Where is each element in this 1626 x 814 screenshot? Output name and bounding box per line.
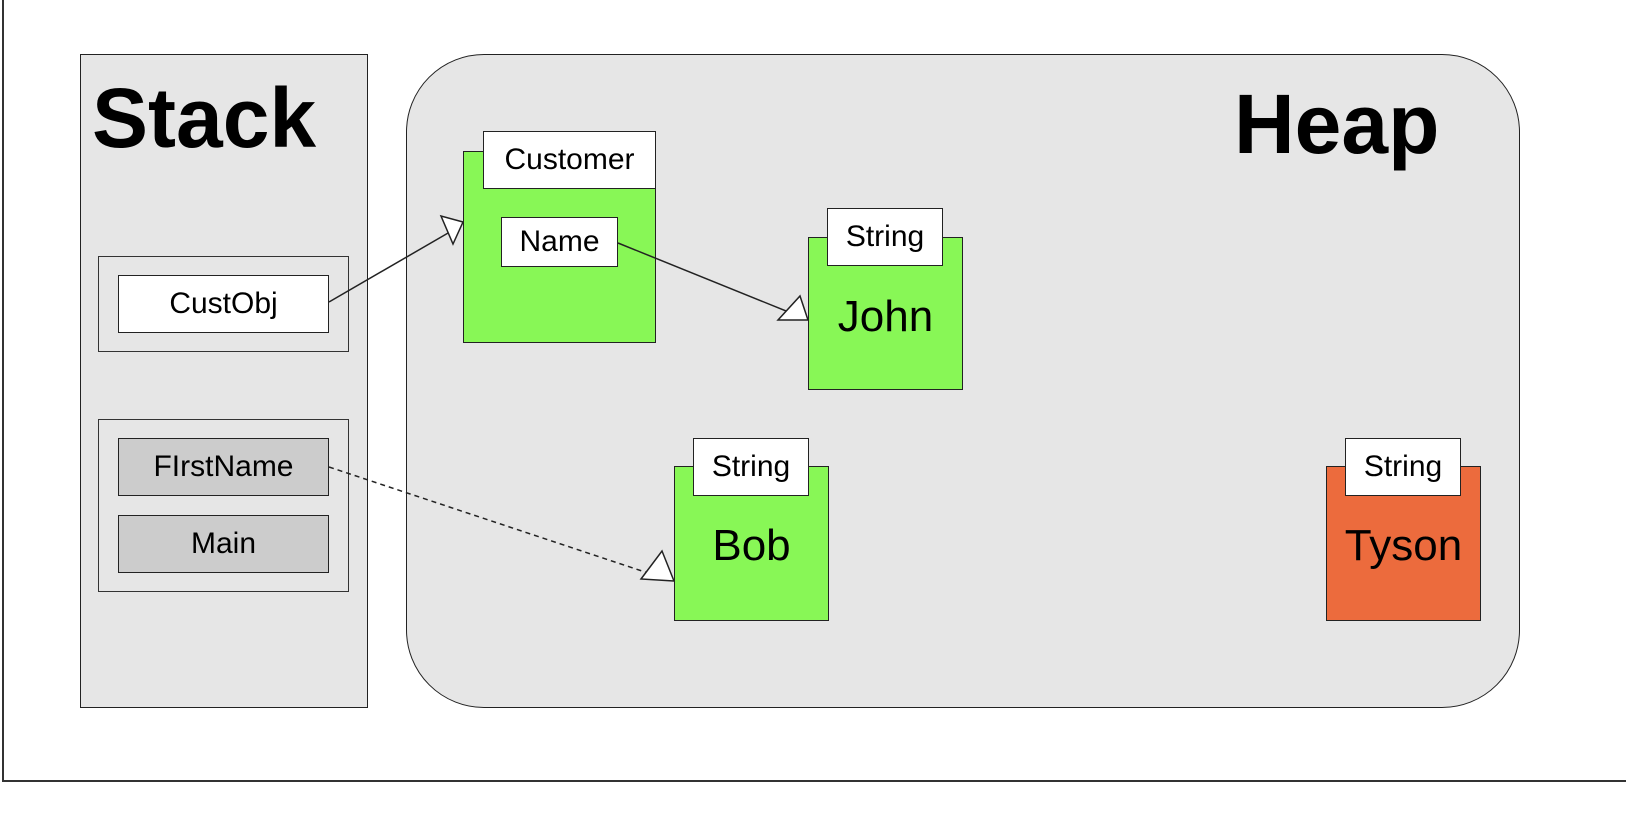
heap-title: Heap (1234, 77, 1440, 171)
stack-title: Stack (92, 71, 317, 165)
stack-frame-custobj (98, 256, 349, 352)
customer-name-field: Name (501, 217, 618, 267)
diagram-border (2, 0, 1626, 782)
john-type-label: String (827, 208, 943, 266)
stack-var-main: Main (118, 515, 329, 573)
customer-type-label: Customer (483, 131, 656, 189)
stack-var-firstname: FIrstName (118, 438, 329, 496)
tyson-value: Tyson (1344, 520, 1463, 570)
tyson-type-label: String (1345, 438, 1461, 496)
bob-value: Bob (712, 520, 791, 570)
stack-var-custobj: CustObj (118, 275, 329, 333)
bob-type-label: String (693, 438, 809, 496)
stack-panel (80, 54, 368, 708)
john-value: John (837, 291, 934, 341)
